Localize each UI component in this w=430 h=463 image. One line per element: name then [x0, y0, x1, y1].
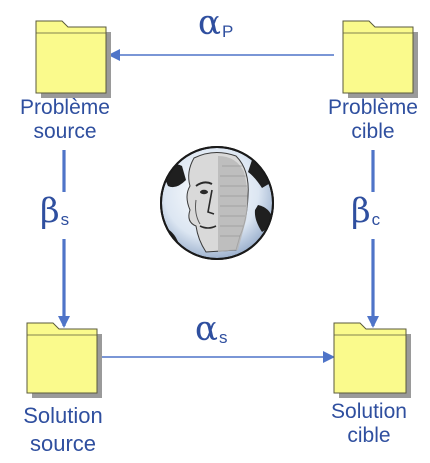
relation-beta-c: βc [351, 191, 381, 239]
relation-beta-c-symbol: β [351, 191, 371, 231]
label-solution-source-line1: Solution [23, 403, 103, 428]
relation-beta-s: βs [40, 191, 70, 239]
relation-alpha-s: αs [195, 312, 227, 355]
relation-beta-s-subscript: s [60, 210, 70, 229]
folder-icon-solution-source [26, 322, 102, 398]
label-problem-source-line1: Problème [20, 96, 110, 119]
label-problem-target-line1: Problème [328, 96, 418, 119]
label-solution-source-line2: source [29, 431, 97, 456]
relation-alpha-s-symbol: α [195, 309, 218, 349]
label-solution-source: Solution source [0, 402, 126, 458]
folder-icon-problem-target [342, 20, 418, 98]
relation-alpha-p-symbol: α [198, 3, 221, 43]
relation-beta-c-subscript: c [371, 210, 381, 229]
relation-alpha-p-subscript: P [221, 22, 234, 41]
folder-icon-solution-target [333, 322, 411, 398]
folder-icon-problem-source [35, 20, 111, 98]
relation-alpha-p: αP [198, 6, 233, 49]
label-problem-target: Problème cible [318, 96, 428, 144]
face-globe-illustration-icon [160, 146, 274, 260]
label-problem-source: Problème source [10, 96, 120, 144]
label-solution-target: Solution cible [314, 400, 424, 448]
label-problem-target-line2: cible [351, 120, 395, 143]
relation-alpha-s-subscript: s [218, 328, 228, 347]
label-solution-target-line2: cible [347, 424, 391, 447]
label-problem-source-line2: source [33, 120, 97, 143]
label-solution-target-line1: Solution [331, 400, 407, 423]
relation-beta-s-symbol: β [40, 191, 60, 231]
